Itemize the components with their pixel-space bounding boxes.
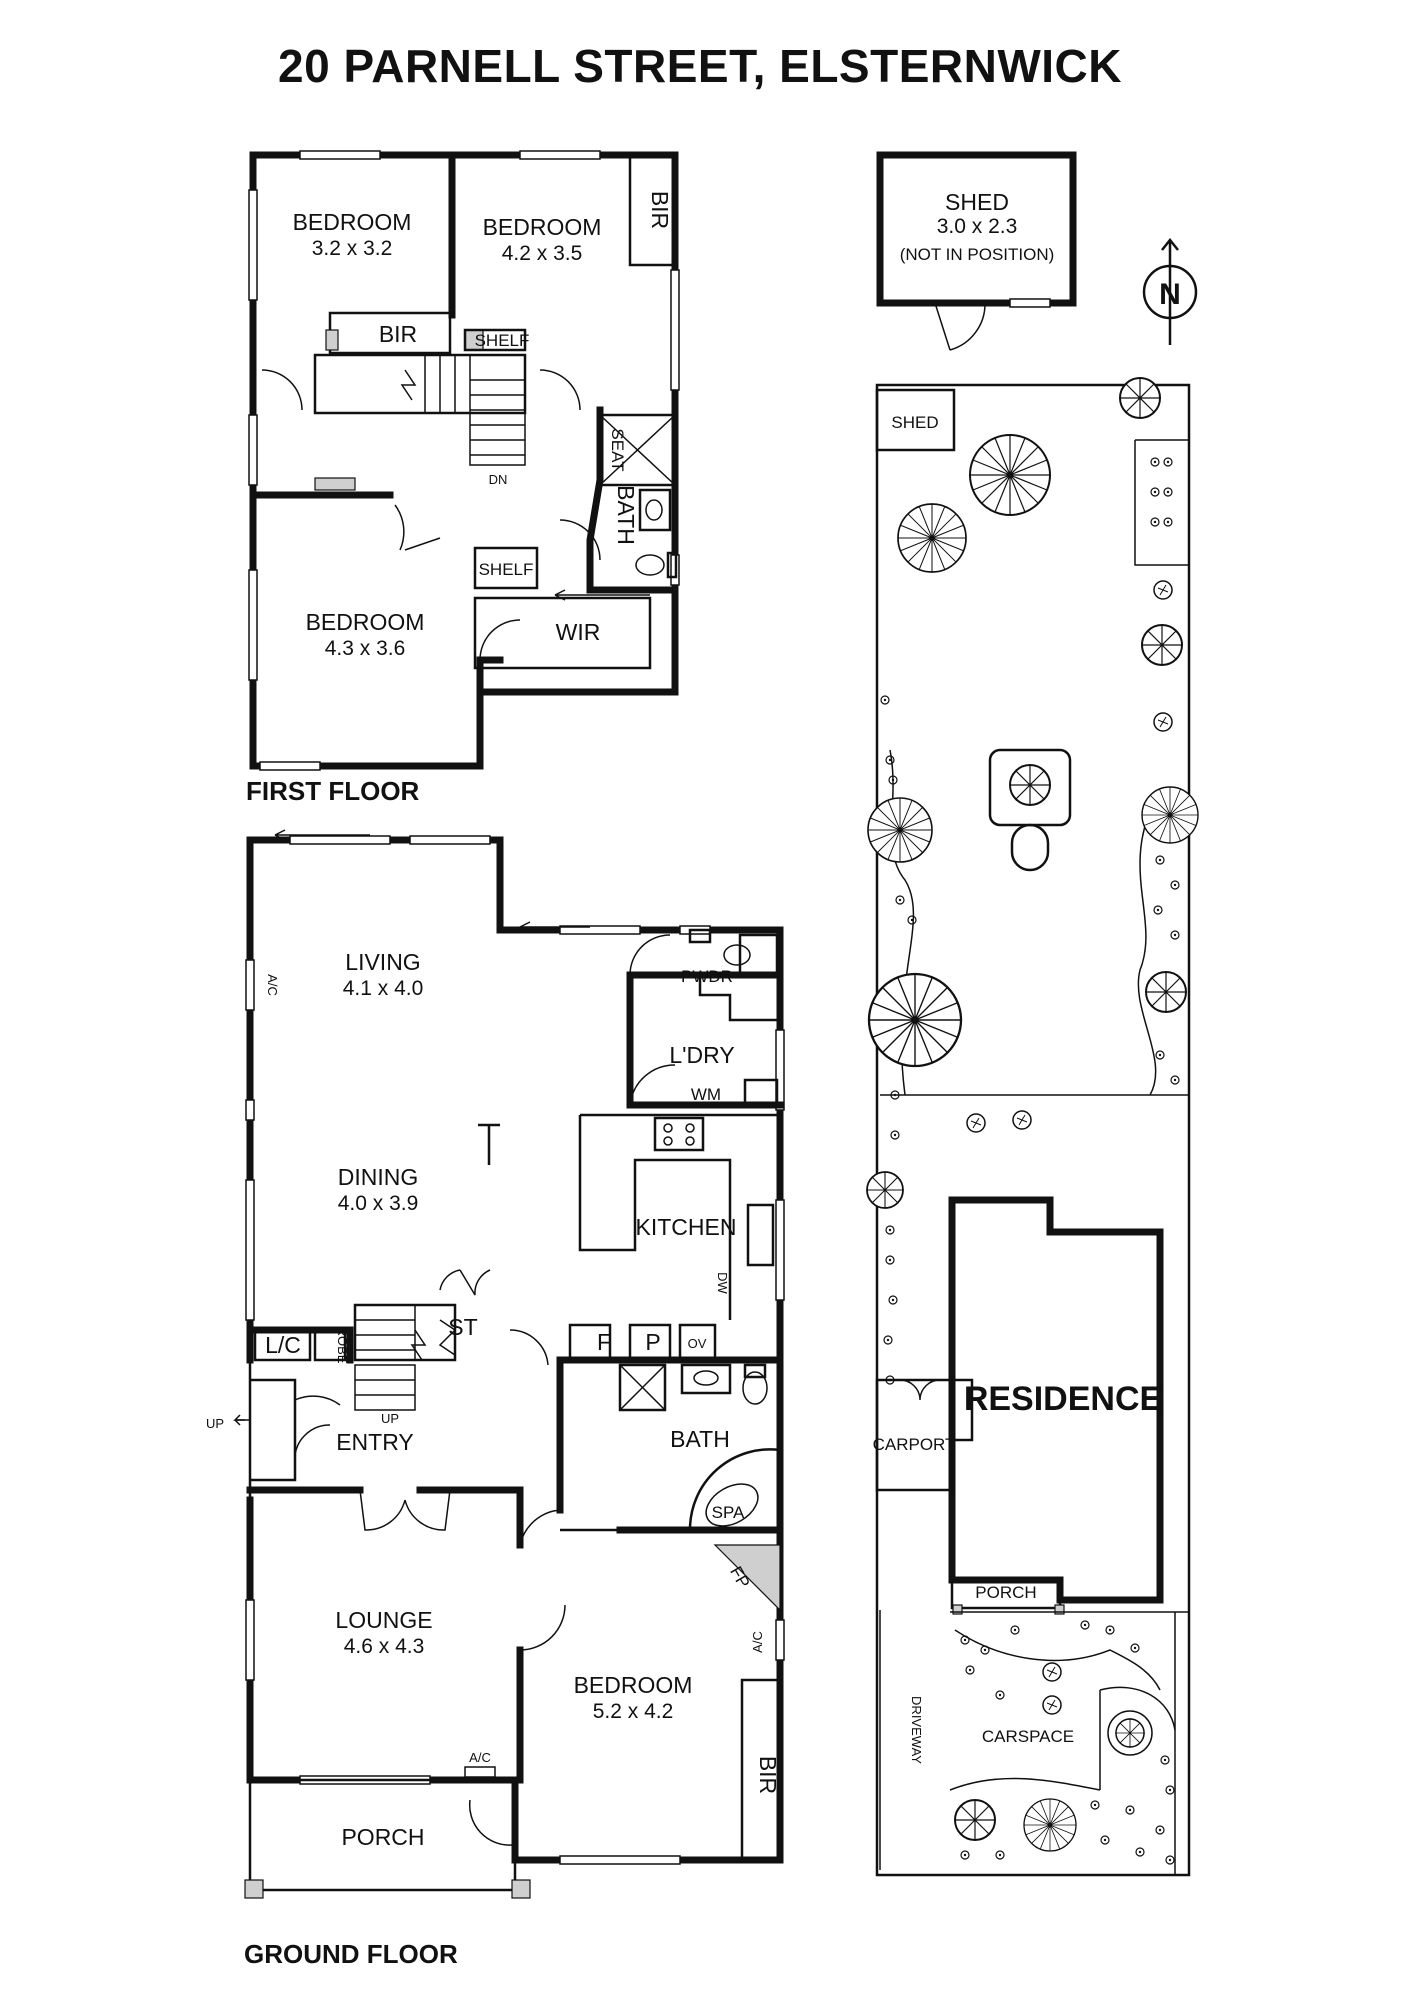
- gf-entry-label: ENTRY: [336, 1429, 414, 1455]
- gf-lounge-size: 4.6 x 4.3: [344, 1635, 425, 1658]
- page-title: 20 PARNELL STREET, ELSTERNWICK: [278, 40, 1122, 92]
- site-shed-label: SHED: [891, 413, 938, 432]
- gf-wm-label: WM: [691, 1085, 721, 1104]
- ff-bath-label: BATH: [613, 485, 639, 545]
- gf-robe-label: ROBE: [335, 1327, 350, 1364]
- shed-name: SHED: [945, 189, 1009, 215]
- gf-ac3-label: A/C: [469, 1750, 491, 1765]
- gf-bedroom-size: 5.2 x 4.2: [593, 1700, 674, 1723]
- gf-living-size: 4.1 x 4.0: [343, 977, 424, 1000]
- gf-kitchen-label: KITCHEN: [636, 1214, 737, 1240]
- gf-dw-label: DW: [715, 1272, 730, 1294]
- gf-ac2-label: A/C: [750, 1631, 765, 1653]
- site-carspace-label: CARSPACE: [982, 1727, 1074, 1746]
- gf-bir-label: BIR: [755, 1756, 781, 1794]
- ff-bedroom3-name: BEDROOM: [306, 609, 425, 635]
- ff-bedroom1-name: BEDROOM: [293, 209, 412, 235]
- gf-ov-label: OV: [688, 1336, 707, 1351]
- gf-lounge-name: LOUNGE: [335, 1607, 432, 1633]
- ff-wir-label: WIR: [556, 619, 601, 645]
- gf-f-label: F: [597, 1329, 611, 1355]
- gf-dining-size: 4.0 x 3.9: [338, 1192, 419, 1215]
- ff-dn-label: DN: [489, 472, 508, 487]
- first-floor-plan: BEDROOM 3.2 x 3.2 BEDROOM 4.2 x 3.5 BEDR…: [248, 150, 680, 771]
- gf-up2-label: UP: [381, 1411, 399, 1426]
- ff-bir2-label: BIR: [647, 191, 673, 229]
- ff-bir1-label: BIR: [379, 321, 417, 347]
- ff-bedroom3-size: 4.3 x 3.6: [325, 637, 406, 660]
- ff-shelf1-label: SHELF: [475, 331, 530, 350]
- gf-spa-label: SPA: [712, 1503, 745, 1522]
- gf-lc-label: L/C: [265, 1332, 301, 1358]
- north-label: N: [1159, 278, 1181, 311]
- gf-up1-label: UP: [206, 1416, 224, 1431]
- gf-ac1-label: A/C: [265, 974, 280, 996]
- ground-floor-plan: LIVING 4.1 x 4.0 DINING 4.0 x 3.9 LOUNGE…: [206, 829, 785, 1899]
- first-floor-label: FIRST FLOOR: [246, 776, 420, 806]
- gf-living-name: LIVING: [345, 949, 420, 975]
- shed-size: 3.0 x 2.3: [937, 215, 1018, 238]
- site-porch-label: PORCH: [975, 1583, 1036, 1602]
- gf-laundry-label: L'DRY: [669, 1042, 734, 1068]
- site-carport-label: CARPORT: [873, 1435, 956, 1454]
- gf-bath-label: BATH: [670, 1426, 730, 1452]
- gf-st-label: ST: [448, 1314, 477, 1340]
- gf-p-label: P: [645, 1329, 660, 1355]
- gf-porch-label: PORCH: [341, 1824, 424, 1850]
- ff-shelf2-label: SHELF: [479, 560, 534, 579]
- site-residence-label: RESIDENCE: [964, 1380, 1162, 1418]
- ground-floor-label: GROUND FLOOR: [244, 1939, 458, 1969]
- ff-bedroom2-size: 4.2 x 3.5: [502, 242, 583, 265]
- shed-note: (NOT IN POSITION): [900, 245, 1055, 264]
- gf-bedroom-name: BEDROOM: [574, 1672, 693, 1698]
- gf-dining-name: DINING: [338, 1164, 419, 1190]
- shed-plan: SHED 3.0 x 2.3 (NOT IN POSITION): [876, 151, 1077, 351]
- site-plan: SHED: [866, 377, 1199, 1877]
- gf-pwdr-label: PWDR: [681, 967, 733, 986]
- ff-bedroom2-name: BEDROOM: [483, 214, 602, 240]
- ff-seat-label: SEAT: [608, 428, 627, 471]
- north-arrow: N: [1142, 237, 1198, 345]
- site-driveway-label: DRIVEWAY: [909, 1696, 924, 1764]
- ff-bedroom1-size: 3.2 x 3.2: [312, 237, 393, 260]
